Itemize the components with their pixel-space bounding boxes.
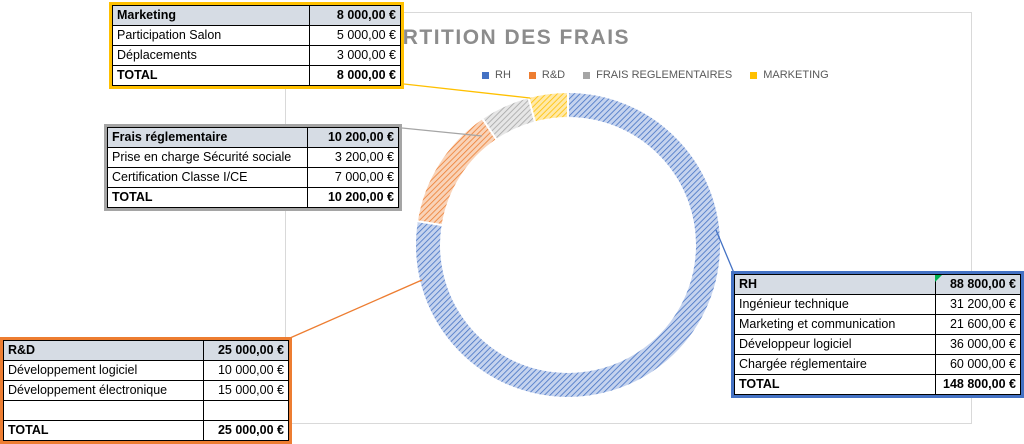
row-label: Développement logiciel bbox=[3, 360, 204, 381]
table-row: Développement électronique 15 000,00 € bbox=[3, 380, 289, 401]
legend-swatch-rd bbox=[528, 71, 536, 79]
row-label: Développeur logiciel bbox=[734, 334, 936, 355]
row-label: Ingénieur technique bbox=[734, 294, 936, 315]
row-amount bbox=[203, 400, 289, 421]
row-label: Prise en charge Sécurité sociale bbox=[107, 147, 308, 168]
table-total-row: TOTAL 25 000,00 € bbox=[3, 420, 289, 441]
legend-label-rh: RH bbox=[495, 69, 511, 81]
table-header-row: Frais réglementaire 10 200,00 € bbox=[107, 127, 399, 148]
rh-table: RH 88 800,00 € Ingénieur technique 31 20… bbox=[731, 271, 1024, 398]
row-label: Marketing et communication bbox=[734, 314, 936, 335]
row-label: Participation Salon bbox=[112, 25, 310, 46]
table-header-row: R&D 25 000,00 € bbox=[3, 340, 289, 361]
row-label: Développement électronique bbox=[3, 380, 204, 401]
donut-slice-marketing bbox=[527, 90, 569, 124]
table-header-amount: 8 000,00 € bbox=[309, 5, 401, 26]
leader-line-rd bbox=[289, 279, 423, 339]
frais-reglementaire-table: Frais réglementaire 10 200,00 € Prise en… bbox=[104, 124, 402, 211]
table-row: Certification Classe I/CE 7 000,00 € bbox=[107, 167, 399, 188]
table-header-amount: 88 800,00 € bbox=[935, 274, 1021, 295]
legend-swatch-rh bbox=[482, 71, 489, 79]
leader-line-frais bbox=[401, 127, 483, 137]
legend-item-frais: FRAIS REGLEMENTAIRES bbox=[583, 68, 732, 82]
total-amount: 148 800,00 € bbox=[935, 374, 1021, 395]
legend-item-rd: R&D bbox=[528, 68, 566, 82]
table-header-row: RH 88 800,00 € bbox=[734, 274, 1021, 295]
table-header-amount: 10 200,00 € bbox=[307, 127, 399, 148]
total-amount: 10 200,00 € bbox=[307, 187, 399, 208]
table-header-label: R&D bbox=[3, 340, 204, 361]
row-label bbox=[3, 400, 204, 421]
table-header-amount: 25 000,00 € bbox=[203, 340, 289, 361]
leader-line-marketing bbox=[403, 83, 531, 99]
row-amount: 7 000,00 € bbox=[307, 167, 399, 188]
table-total-row: TOTAL 10 200,00 € bbox=[107, 187, 399, 208]
legend-label-marketing: MARKETING bbox=[763, 69, 829, 81]
table-total-row: TOTAL 8 000,00 € bbox=[112, 65, 401, 86]
table-row-empty bbox=[3, 400, 289, 421]
table-row: Prise en charge Sécurité sociale 3 200,0… bbox=[107, 147, 399, 168]
donut-slice-rd bbox=[415, 116, 499, 227]
chart-title: REPARTITION DES FRAIS bbox=[339, 26, 631, 49]
total-label: TOTAL bbox=[734, 374, 936, 395]
chart-legend: RH R&D FRAIS REGLEMENTAIRES MARKETING bbox=[482, 68, 829, 82]
row-amount: 10 000,00 € bbox=[203, 360, 289, 381]
table-row: Développement logiciel 10 000,00 € bbox=[3, 360, 289, 381]
table-row: Ingénieur technique 31 200,00 € bbox=[734, 294, 1021, 315]
total-amount: 8 000,00 € bbox=[309, 65, 401, 86]
row-amount: 36 000,00 € bbox=[935, 334, 1021, 355]
total-amount: 25 000,00 € bbox=[203, 420, 289, 441]
total-label: TOTAL bbox=[107, 187, 308, 208]
legend-item-marketing: MARKETING bbox=[750, 68, 829, 82]
marketing-table: Marketing 8 000,00 € Participation Salon… bbox=[109, 2, 404, 89]
leader-line-rh bbox=[715, 229, 735, 274]
table-total-row: TOTAL 148 800,00 € bbox=[734, 374, 1021, 395]
legend-item-rh: RH bbox=[482, 68, 511, 82]
table-header-label: Frais réglementaire bbox=[107, 127, 308, 148]
legend-label-frais: FRAIS REGLEMENTAIRES bbox=[596, 69, 733, 81]
row-amount: 21 600,00 € bbox=[935, 314, 1021, 335]
row-amount: 3 200,00 € bbox=[307, 147, 399, 168]
total-label: TOTAL bbox=[112, 65, 310, 86]
legend-label-rd: R&D bbox=[541, 69, 566, 81]
row-amount: 60 000,00 € bbox=[935, 354, 1021, 375]
table-row: Marketing et communication 21 600,00 € bbox=[734, 314, 1021, 335]
row-amount: 31 200,00 € bbox=[935, 294, 1021, 315]
table-row: Déplacements 3 000,00 € bbox=[112, 45, 401, 66]
legend-swatch-marketing bbox=[750, 71, 758, 79]
row-label: Certification Classe I/CE bbox=[107, 167, 308, 188]
row-label: Déplacements bbox=[112, 45, 310, 66]
row-amount: 3 000,00 € bbox=[309, 45, 401, 66]
table-row: Participation Salon 5 000,00 € bbox=[112, 25, 401, 46]
cell-comment-marker bbox=[935, 275, 942, 282]
rd-table: R&D 25 000,00 € Développement logiciel 1… bbox=[0, 337, 292, 444]
table-header-label: RH bbox=[734, 274, 936, 295]
row-label: Chargée réglementaire bbox=[734, 354, 936, 375]
table-row: Chargée réglementaire 60 000,00 € bbox=[734, 354, 1021, 375]
legend-swatch-frais bbox=[583, 71, 591, 79]
table-header-label: Marketing bbox=[112, 5, 310, 26]
row-amount: 5 000,00 € bbox=[309, 25, 401, 46]
table-row: Développeur logiciel 36 000,00 € bbox=[734, 334, 1021, 355]
row-amount: 15 000,00 € bbox=[203, 380, 289, 401]
table-header-row: Marketing 8 000,00 € bbox=[112, 5, 401, 26]
total-label: TOTAL bbox=[3, 420, 204, 441]
